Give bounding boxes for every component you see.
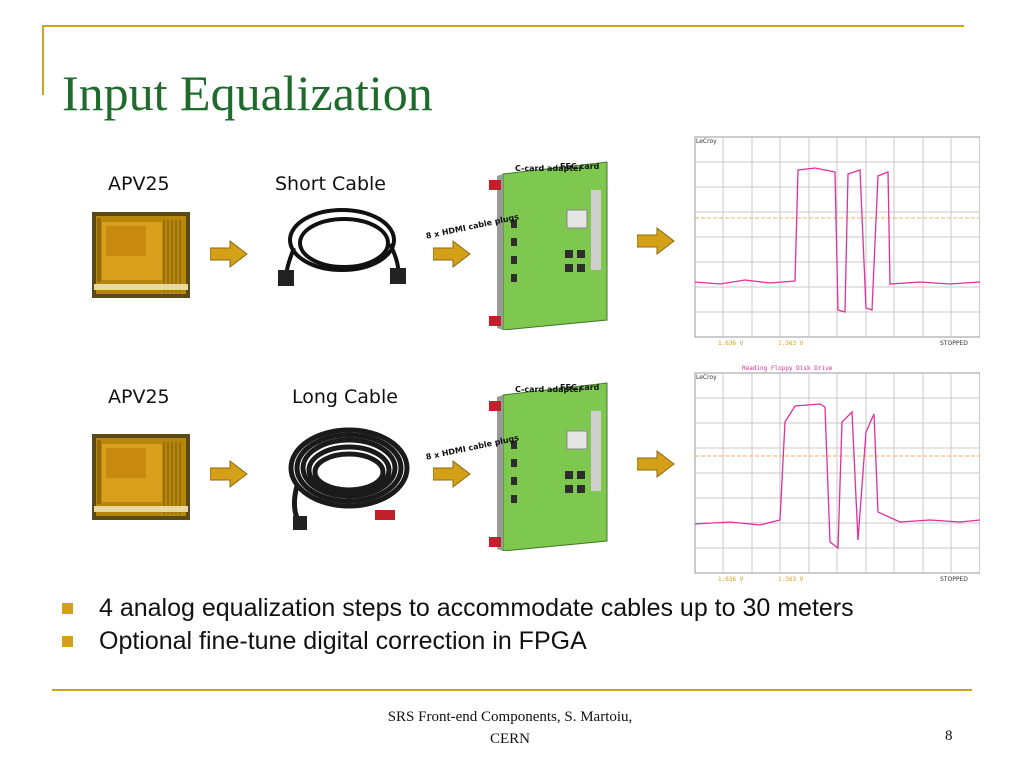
fec-board-image-row1: C-card adapter FEC card 8 x HDMI cable p…	[425, 160, 615, 330]
slide-title: Input Equalization	[62, 65, 433, 121]
chip-label-row2: APV25	[108, 386, 170, 408]
cable-label-row1: Short Cable	[275, 173, 386, 195]
chip-label-row1: APV25	[108, 173, 170, 195]
scope-title-row2: Reading Floppy Disk Drive	[742, 365, 833, 372]
bullet-list: 4 analog equalization steps to accommoda…	[62, 592, 854, 658]
footer-line-1: SRS Front-end Components, S. Martoiu,	[387, 709, 633, 725]
bullet-square-icon	[62, 636, 73, 647]
footer-line-2: CERN	[489, 731, 530, 747]
scope-brand-row1: LeCroy	[696, 138, 717, 145]
arrow-icon-row1-c	[637, 226, 675, 256]
bullet-item: Optional fine-tune digital correction in…	[62, 625, 854, 658]
footer-rule	[52, 689, 972, 691]
fec-board-image-row2: C-card adapter FEC card 8 x HDMI cable p…	[425, 381, 615, 551]
fec-label-row1: FEC card	[560, 162, 600, 171]
bullet-text: 4 analog equalization steps to accommoda…	[99, 594, 854, 622]
arrow-icon-row2-b	[433, 459, 471, 489]
bullet-square-icon	[62, 603, 73, 614]
scope-brand-row2: LeCroy	[696, 374, 717, 381]
bullet-item: 4 analog equalization steps to accommoda…	[62, 592, 854, 625]
scope-status-row1: STOPPED	[940, 340, 968, 347]
fec-label-row2: FEC card	[560, 383, 600, 392]
bullet-text: Optional fine-tune digital correction in…	[99, 627, 587, 655]
scope-ch2-readout-row2: 1.363 V	[778, 576, 804, 583]
adapter-label-row2: C-card adapter	[515, 385, 583, 394]
page-number: 8	[945, 728, 953, 744]
apv25-chip-image-row1	[92, 212, 190, 298]
frame-top-rule	[42, 25, 964, 27]
arrow-icon-row2-a	[210, 459, 248, 489]
frame-left-rule	[42, 25, 44, 95]
oscilloscope-screen-row1: LeCroy 1.636 V 1.363 V STOPPED	[690, 134, 980, 350]
scope-ch2-readout-row1: 1.363 V	[778, 340, 804, 347]
scope-ch1-readout-row1: 1.636 V	[718, 340, 744, 347]
short-cable-image	[278, 208, 406, 286]
adapter-label-row1: C-card adapter	[515, 164, 583, 173]
scope-status-row2: STOPPED	[940, 576, 968, 583]
arrow-icon-row1-b	[433, 239, 471, 269]
cable-label-row2: Long Cable	[292, 386, 398, 408]
arrow-icon-row2-c	[637, 449, 675, 479]
apv25-chip-image-row2	[92, 434, 190, 520]
footer-text: SRS Front-end Components, S. Martoiu, CE…	[350, 706, 670, 750]
arrow-icon-row1-a	[210, 239, 248, 269]
long-cable-image	[288, 427, 410, 530]
scope-ch1-readout-row2: 1.636 V	[718, 576, 744, 583]
oscilloscope-screen-row2: LeCroy Reading Floppy Disk Drive 1.636 V…	[690, 362, 980, 586]
